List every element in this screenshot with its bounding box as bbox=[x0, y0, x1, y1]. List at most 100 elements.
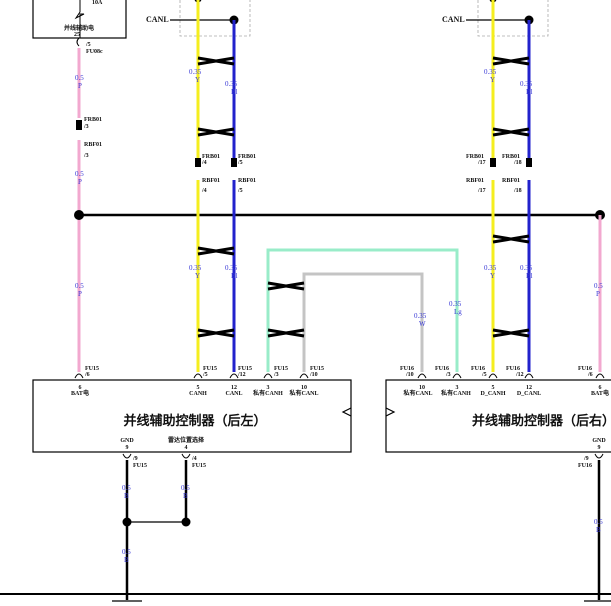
svg-text:10: 10 bbox=[419, 385, 425, 391]
svg-text:FU15: FU15 bbox=[192, 463, 206, 469]
svg-text:FRB01: FRB01 bbox=[466, 154, 484, 160]
frb01-pin: /3 bbox=[83, 124, 89, 130]
svg-text:B: B bbox=[596, 526, 601, 534]
svg-text:/9: /9 bbox=[132, 456, 138, 462]
svg-text:RBF01: RBF01 bbox=[502, 178, 520, 184]
svg-text:6: 6 bbox=[599, 385, 602, 391]
rbf01-label: RBF01 bbox=[84, 142, 102, 148]
svg-text:FU15: FU15 bbox=[133, 463, 147, 469]
svg-text:0.35: 0.35 bbox=[189, 264, 202, 272]
svg-text:私有CANL: 私有CANL bbox=[288, 389, 318, 397]
svg-text:Y: Y bbox=[195, 272, 200, 280]
left-controller-module: 并线辅助控制器（后左） 6 BAT电 5 CANH 12 CANL 3 私有CA… bbox=[32, 379, 352, 453]
svg-text:10: 10 bbox=[301, 385, 307, 391]
right-module-title: 并线辅助控制器（后右） bbox=[472, 413, 611, 429]
svg-text:Lg: Lg bbox=[454, 308, 462, 316]
svg-text:BAT电: BAT电 bbox=[591, 389, 609, 397]
svg-text:0.35: 0.35 bbox=[484, 264, 497, 272]
fuse-caption: 并线辅助电 bbox=[64, 24, 94, 32]
junction-dot bbox=[122, 517, 132, 527]
svg-text:FU15: FU15 bbox=[274, 366, 288, 372]
svg-text:FU15: FU15 bbox=[85, 366, 99, 372]
right-controller-module: 并线辅助控制器（后右） 10 私有CANL 3 私有CANH 5 D_CANH … bbox=[385, 379, 611, 453]
svg-text:/18: /18 bbox=[513, 160, 522, 166]
svg-text:6: 6 bbox=[79, 385, 82, 391]
svg-text:12: 12 bbox=[231, 385, 237, 391]
svg-text:/17: /17 bbox=[477, 160, 486, 166]
svg-text:雷达位置选择: 雷达位置选择 bbox=[168, 436, 205, 444]
svg-text:FU16: FU16 bbox=[400, 366, 414, 372]
gauge-label: 0.5 bbox=[75, 74, 84, 82]
svg-text:P: P bbox=[78, 178, 82, 186]
svg-text:/3: /3 bbox=[273, 372, 279, 378]
svg-text:/6: /6 bbox=[84, 372, 90, 378]
svg-text:0.35: 0.35 bbox=[225, 80, 238, 88]
svg-text:0.35: 0.35 bbox=[520, 264, 533, 272]
svg-text:/12: /12 bbox=[515, 372, 524, 378]
svg-text:0.35: 0.35 bbox=[225, 264, 238, 272]
svg-text:5: 5 bbox=[197, 385, 200, 391]
svg-text:Bl: Bl bbox=[231, 88, 238, 96]
svg-text:FU15: FU15 bbox=[238, 366, 252, 372]
svg-text:0.5: 0.5 bbox=[122, 548, 131, 556]
svg-text:0.35: 0.35 bbox=[414, 312, 427, 320]
svg-text:Bl: Bl bbox=[526, 272, 533, 280]
private-canh-wire bbox=[266, 248, 459, 372]
svg-text:0.35: 0.35 bbox=[449, 300, 462, 308]
svg-text:9: 9 bbox=[126, 445, 129, 451]
svg-text:B: B bbox=[124, 556, 129, 564]
svg-text:Y: Y bbox=[195, 76, 200, 84]
rbf01-pin: /3 bbox=[83, 153, 89, 159]
twisted-pair-marker bbox=[267, 281, 305, 338]
svg-text:RBF01: RBF01 bbox=[466, 178, 484, 184]
svg-text:FU16: FU16 bbox=[435, 366, 449, 372]
junction-dot bbox=[74, 210, 84, 220]
svg-text:FRB01: FRB01 bbox=[502, 154, 520, 160]
svg-text:0.5: 0.5 bbox=[75, 282, 84, 290]
svg-text:D_CANL: D_CANL bbox=[517, 391, 541, 397]
color-label: P bbox=[78, 82, 82, 90]
svg-text:/17: /17 bbox=[477, 188, 486, 194]
svg-text:FRB01: FRB01 bbox=[238, 154, 256, 160]
svg-text:GND: GND bbox=[592, 438, 606, 444]
svg-text:Y: Y bbox=[490, 76, 495, 84]
left-module-title: 并线辅助控制器（后左） bbox=[123, 413, 266, 429]
svg-text:P: P bbox=[78, 290, 82, 298]
svg-text:Bl: Bl bbox=[231, 272, 238, 280]
canl-label-right: CANL bbox=[442, 15, 465, 24]
svg-text:/5: /5 bbox=[202, 372, 208, 378]
svg-text:RBF01: RBF01 bbox=[238, 178, 256, 184]
svg-text:/9: /9 bbox=[583, 456, 589, 462]
svg-text:D_CANH: D_CANH bbox=[481, 391, 506, 397]
svg-text:0.35: 0.35 bbox=[189, 68, 202, 76]
svg-text:/5: /5 bbox=[481, 372, 487, 378]
svg-text:私有CANL: 私有CANL bbox=[402, 389, 432, 397]
svg-text:0.35: 0.35 bbox=[484, 68, 497, 76]
svg-text:CANL: CANL bbox=[225, 391, 242, 397]
canl-label-left: CANL bbox=[146, 15, 169, 24]
twisted-pair-marker bbox=[492, 56, 530, 338]
svg-text:4: 4 bbox=[185, 445, 188, 451]
svg-text:5: 5 bbox=[492, 385, 495, 391]
svg-text:/4: /4 bbox=[201, 188, 207, 194]
svg-text:CANH: CANH bbox=[189, 391, 207, 397]
svg-text:9: 9 bbox=[598, 445, 601, 451]
junction-dot bbox=[181, 517, 191, 527]
svg-text:FU15: FU15 bbox=[310, 366, 324, 372]
fuse-number: 25 bbox=[74, 32, 80, 38]
svg-text:/18: /18 bbox=[513, 188, 522, 194]
top-connector-left bbox=[179, 0, 251, 37]
svg-text:/6: /6 bbox=[587, 372, 593, 378]
frb01-label: FRB01 bbox=[84, 117, 102, 123]
svg-text:0.35: 0.35 bbox=[520, 80, 533, 88]
svg-text:FU16: FU16 bbox=[578, 463, 592, 469]
svg-text:FRB01: FRB01 bbox=[202, 154, 220, 160]
svg-text:0.5: 0.5 bbox=[594, 518, 603, 526]
svg-text:私有CANH: 私有CANH bbox=[252, 389, 283, 397]
svg-text:/4: /4 bbox=[201, 160, 207, 166]
svg-text:B: B bbox=[124, 492, 129, 500]
svg-text:/10: /10 bbox=[309, 372, 318, 378]
svg-text:/10: /10 bbox=[405, 372, 414, 378]
svg-text:12: 12 bbox=[526, 385, 532, 391]
